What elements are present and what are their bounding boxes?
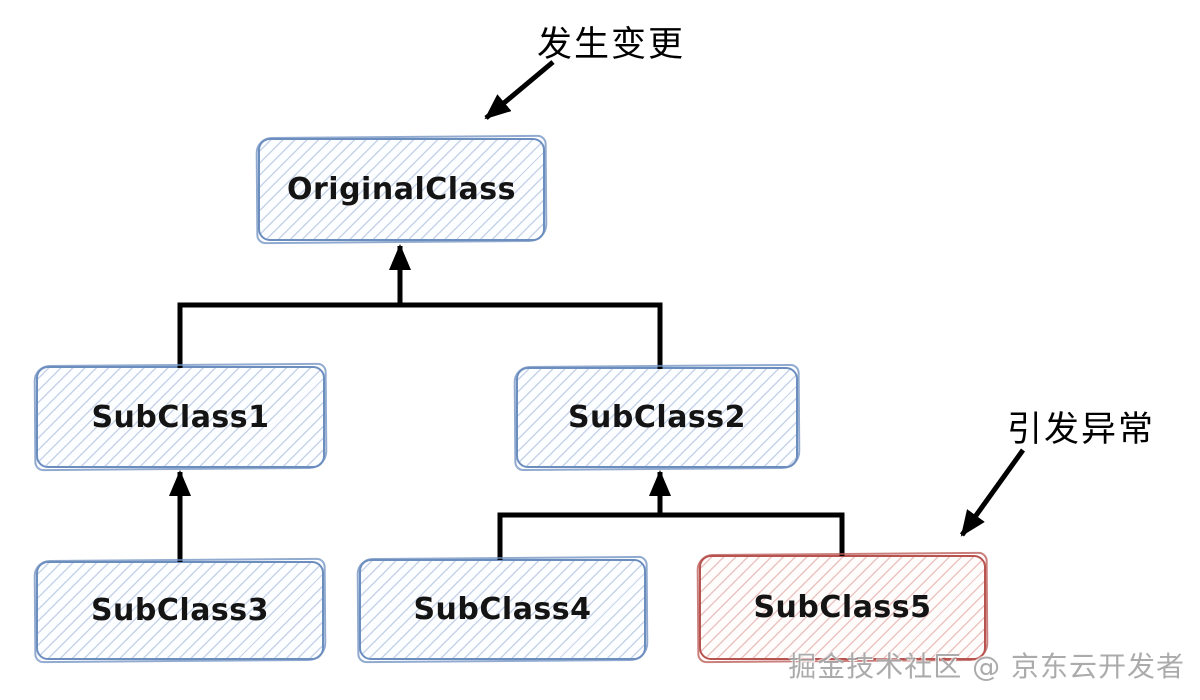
node-subclass5-label: SubClass5 xyxy=(753,590,932,625)
annotation-arrow-change xyxy=(484,60,555,120)
junction-line-top xyxy=(177,302,663,369)
node-subclass2-label: SubClass2 xyxy=(567,400,747,435)
node-subclass4-label: SubClass4 xyxy=(413,592,592,627)
annotation-change-label: 发生变更 xyxy=(537,25,686,65)
junction-line-bottom xyxy=(497,512,845,560)
node-subclass5: SubClass5 xyxy=(699,555,986,660)
node-originalclass-label: OriginalClass xyxy=(287,172,516,207)
node-subclass3: SubClass3 xyxy=(36,561,324,660)
node-originalclass: OriginalClass xyxy=(258,138,545,241)
annotation-arrow-exception xyxy=(959,448,1026,537)
node-subclass1-label: SubClass1 xyxy=(91,399,270,435)
node-subclass3-label: SubClass3 xyxy=(90,593,270,628)
annotation-exception-label: 引发异常 xyxy=(1007,410,1156,450)
node-subclass2: SubClass2 xyxy=(516,367,798,468)
watermark-text: 掘金技术社区 @ 京东云开发者 xyxy=(788,650,1185,683)
node-subclass4: SubClass4 xyxy=(359,559,646,660)
node-subclass1: SubClass1 xyxy=(36,366,325,468)
